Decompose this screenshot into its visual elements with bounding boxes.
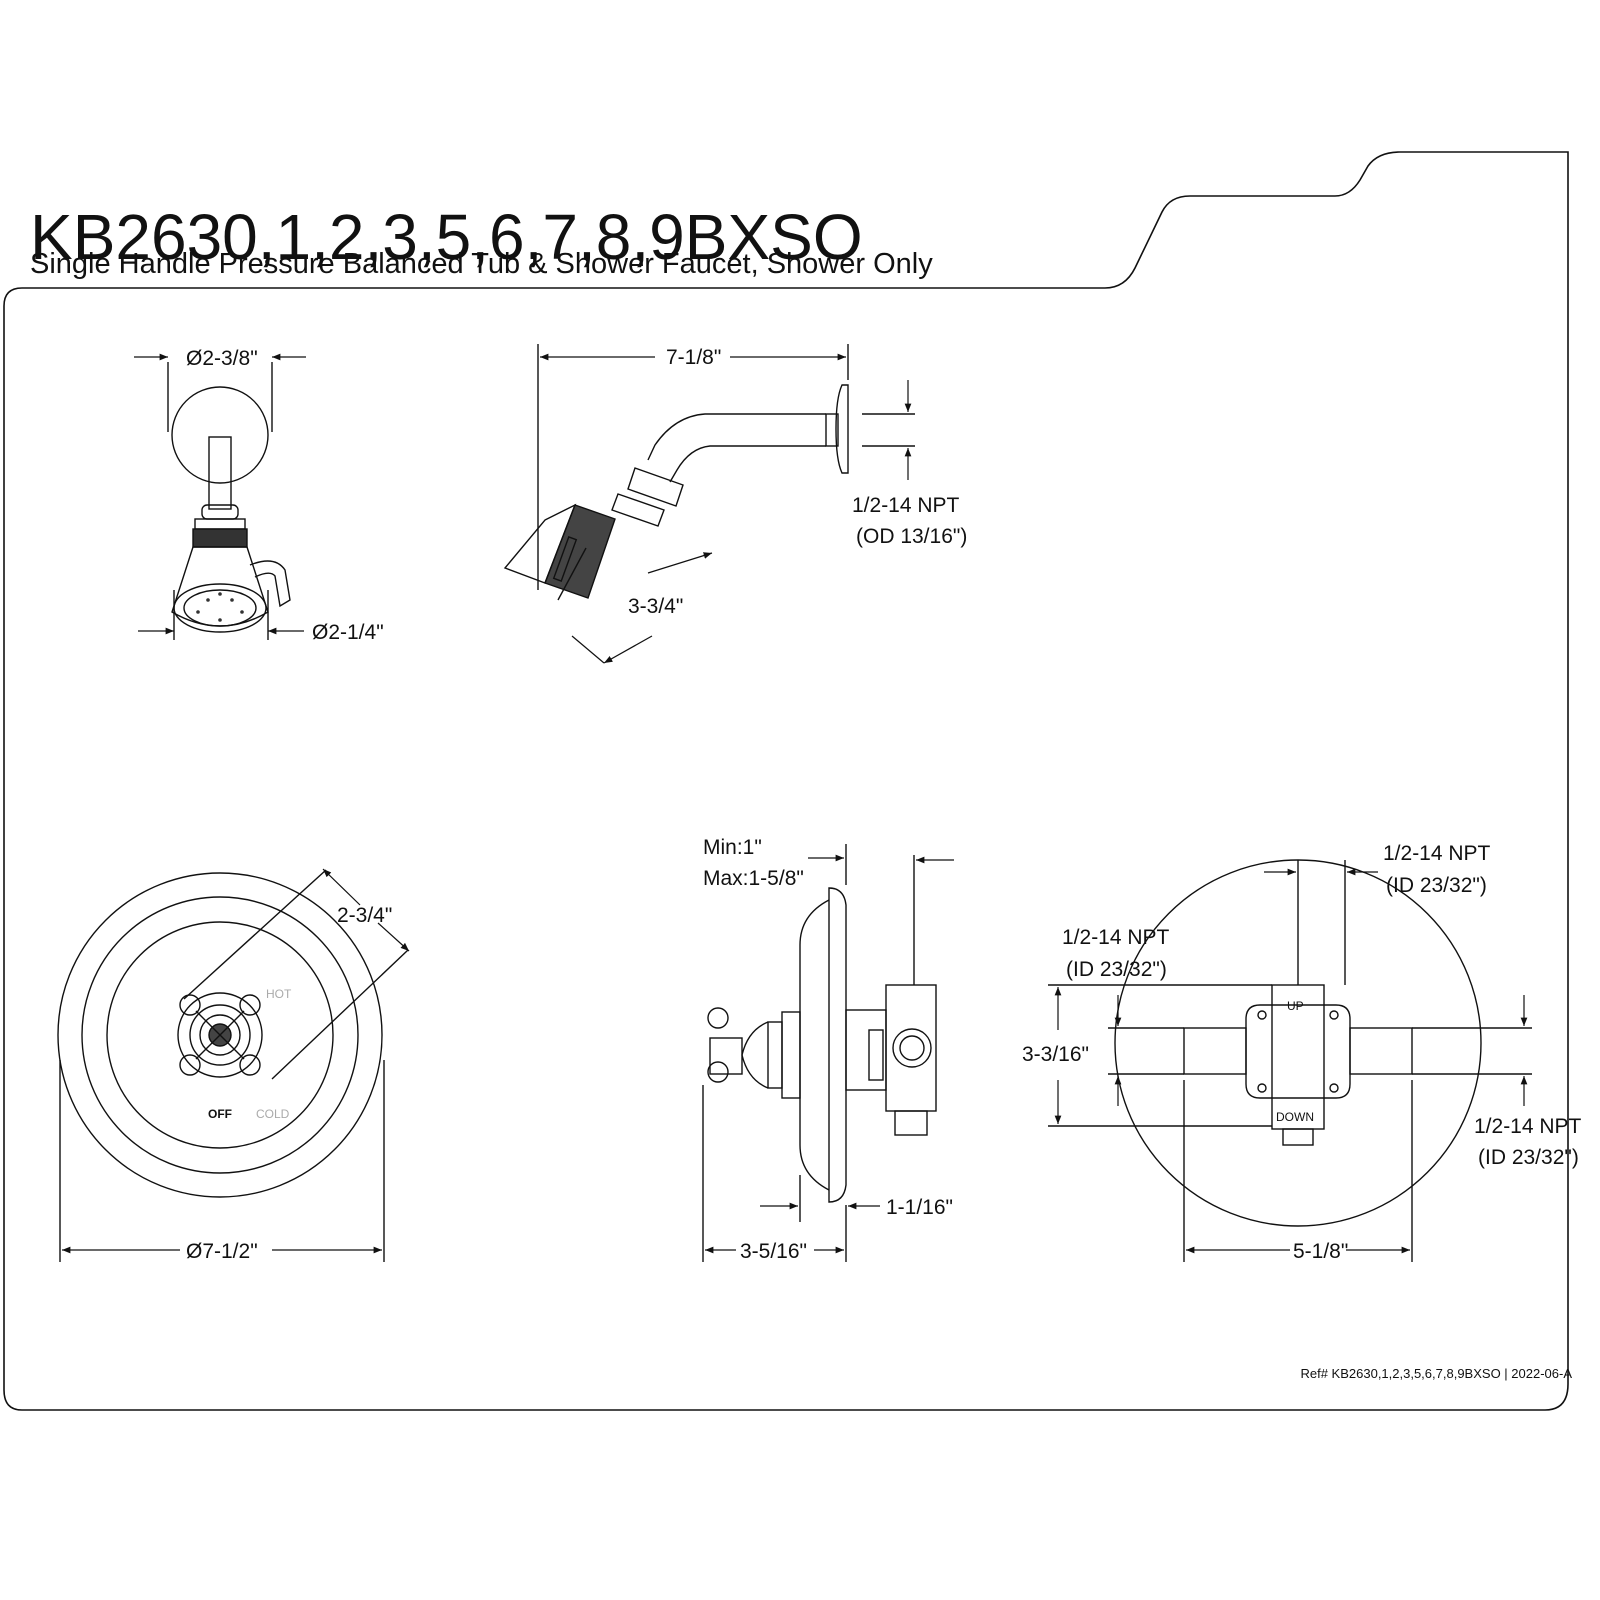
handle-knobs <box>179 994 261 1076</box>
top-inlet-line1: 1/2-14 NPT <box>1383 842 1491 865</box>
label-off: OFF <box>208 1107 232 1121</box>
showerhead-nozzles <box>196 592 244 622</box>
showerhead-front-view <box>167 362 291 640</box>
dim-handle-label: 2-3/4" <box>337 904 392 927</box>
dim-total-label: 3-5/16" <box>740 1240 807 1263</box>
dim-reach-label: 7-1/8" <box>666 346 721 369</box>
model-title: KB2630,1,2,3,5,6,7,8,9BXSO <box>30 201 863 273</box>
dim-head-length <box>571 552 713 664</box>
left-inlet-line1: 1/2-14 NPT <box>1062 926 1170 949</box>
dim-width-label: 5-1/8" <box>1293 1240 1348 1263</box>
label-up: UP <box>1287 999 1304 1013</box>
dim-min-label: Min:1" <box>703 836 762 859</box>
sheet-border <box>3 151 1569 1411</box>
dim-height-label: 3-3/16" <box>1022 1043 1089 1066</box>
label-cold: COLD <box>256 1107 290 1121</box>
left-inlet-line2: (ID 23/32") <box>1066 958 1167 981</box>
dim-wall-thickness <box>808 854 954 864</box>
right-inlet-line2: (ID 23/32") <box>1478 1146 1579 1169</box>
label-hot: HOT <box>266 987 292 1001</box>
dim-handle <box>322 868 410 952</box>
dim-max-label: Max:1-5/8" <box>703 867 804 890</box>
trim-plate-front <box>57 869 409 1262</box>
valve-rear-view <box>1048 859 1532 1262</box>
thread-spec-line1: 1/2-14 NPT <box>852 494 960 517</box>
top-inlet-line2: (ID 23/32") <box>1386 874 1487 897</box>
dim-plate-label: Ø7-1/2" <box>186 1240 258 1263</box>
dim-head-label: Ø2-1/4" <box>312 621 384 644</box>
label-down: DOWN <box>1276 1110 1314 1124</box>
reference-number: Ref# KB2630,1,2,3,5,6,7,8,9BXSO | 2022-0… <box>1300 1366 1572 1381</box>
dim-head-length-label: 3-3/4" <box>628 595 683 618</box>
valve-side-view <box>702 844 937 1262</box>
thread-spec-line2: (OD 13/16") <box>856 525 967 548</box>
showerhead-side-view <box>503 344 915 601</box>
dim-depth-label: 1-1/16" <box>886 1196 953 1219</box>
dim-flange-label: Ø2-3/8" <box>186 347 258 370</box>
product-description: Single Handle Pressure Balanced Tub & Sh… <box>30 248 933 280</box>
right-inlet-line1: 1/2-14 NPT <box>1474 1115 1582 1138</box>
